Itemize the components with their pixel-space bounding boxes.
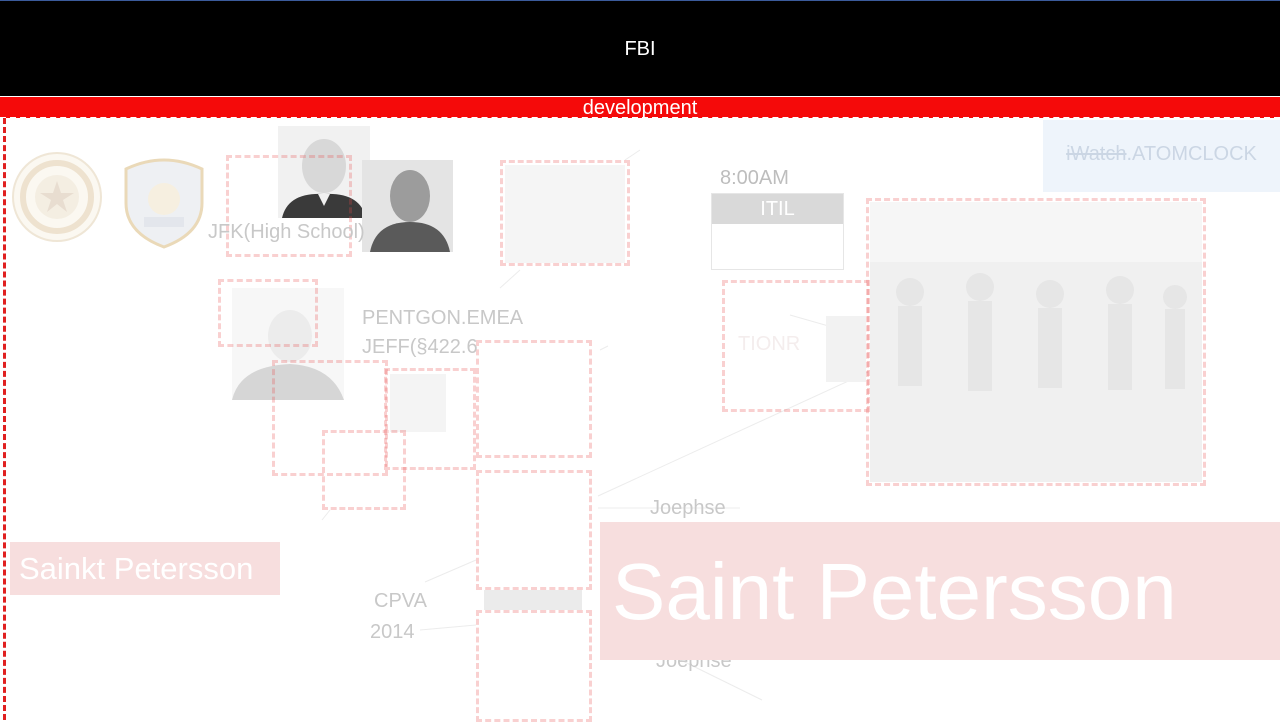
portrait-icon [232,310,344,400]
frame-box [476,340,592,458]
frame-box [500,160,630,266]
small-banner [10,542,280,595]
police-badge-logo [122,155,206,249]
year-label: 2014 [370,621,415,643]
frame-box [226,155,352,257]
atomclock-title: iWatch.ATOMCLOCK [1043,143,1280,166]
portrait-photo-1 [278,126,370,218]
frame-box [866,198,1206,486]
atomclock-panel [1043,120,1280,192]
header-title: FBI [624,38,656,60]
header-bar: FBI [0,0,1280,96]
portrait-photo-2 [362,160,453,252]
large-banner [600,522,1280,660]
crowd-photo [870,202,1202,482]
time-label: 8:00AM [720,167,789,189]
frame-box [322,430,406,510]
atomclock-label: .ATOMCLOCK [1126,143,1257,165]
dark-strip-photo [484,590,582,610]
joephse-top-label: Joephse [650,497,726,519]
strip-dashed-edge [0,117,1280,119]
frame-box [272,360,388,476]
left-dashed-frame [3,118,6,720]
portrait-icon [370,170,450,252]
portrait-photo-3 [232,288,344,400]
group-photo [505,165,625,263]
county-seal-icon [20,160,94,234]
tionr-label: TIONR [738,333,801,355]
jfk-label: JFK(High School) [208,221,365,243]
small-banner-text: Sainkt Petersson [19,551,254,586]
frame-box [218,279,318,347]
crowd-icon [870,262,1202,482]
development-label: development [582,97,698,118]
clipped-photo [826,316,866,382]
police-badge-icon [124,158,204,249]
frame-box [476,470,592,590]
frame-box [384,368,476,470]
small-photo [390,374,446,432]
itil-header: ITIL [712,194,843,224]
large-banner-text: Saint Petersson [612,547,1177,636]
jeff-label: JEFF(§422.6 [362,336,478,358]
frame-box [722,280,870,412]
county-seal-logo [12,152,102,242]
cpva-label: CPVA [374,590,427,612]
iwatch-struck-label: iWatch [1066,143,1127,165]
development-strip: development [0,97,1280,118]
pentagon-label: PENTGON.EMEA [362,307,524,329]
portrait-icon [282,139,366,218]
frame-box [476,610,592,722]
